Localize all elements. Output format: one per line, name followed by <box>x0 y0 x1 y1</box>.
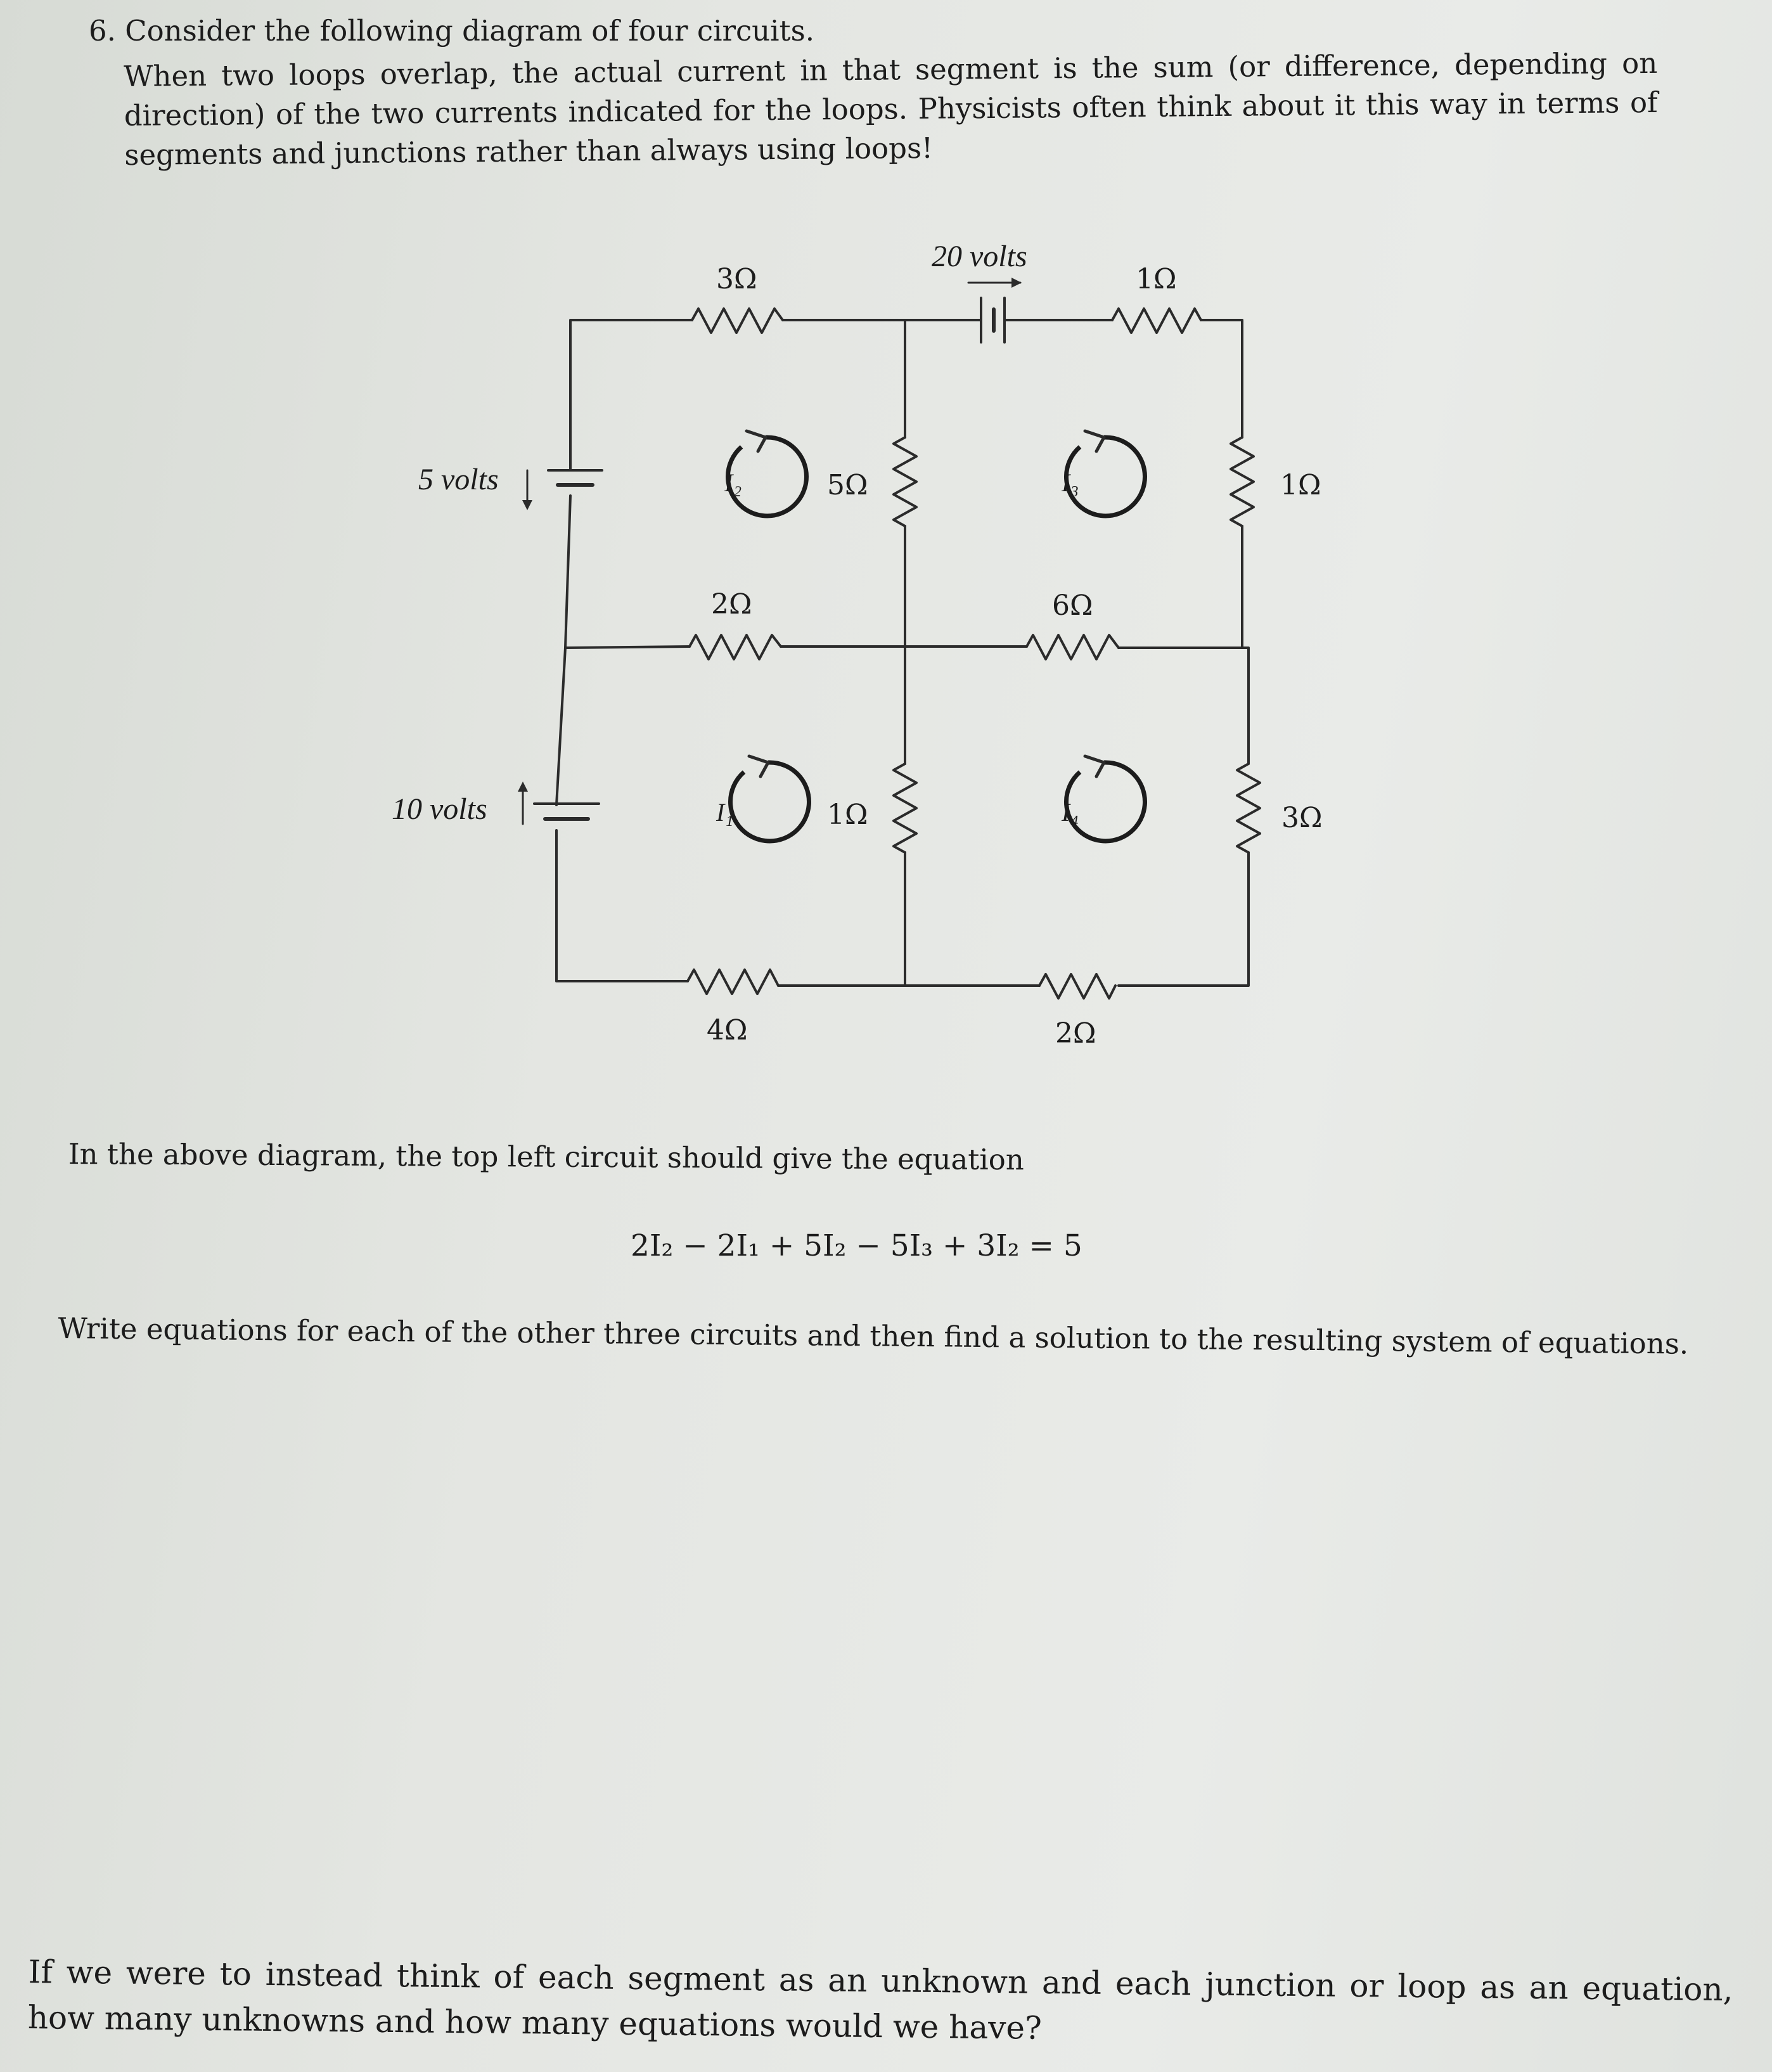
resistor-top-right <box>1111 307 1202 334</box>
wires <box>555 319 1250 987</box>
final-question: If we were to instead think of each segm… <box>27 1953 1733 2047</box>
wire-top-left <box>569 319 693 472</box>
resistor-center-lower <box>892 763 918 854</box>
wire-right-lower <box>1241 647 1250 765</box>
example-equation: 2I₂ − 2I₁ + 5I₂ − 5I₃ + 3I₂ = 5 <box>631 1228 1082 1263</box>
label-i4: I₄ <box>1061 798 1079 827</box>
wire-top-right-b <box>1200 319 1243 439</box>
label-5ohm: 5Ω <box>827 469 868 501</box>
resistor-middle-left <box>688 634 782 660</box>
resistor-bottom-right <box>1038 973 1117 1000</box>
wire-middle-left <box>564 645 691 649</box>
label-6ohm: 6Ω <box>1052 589 1093 622</box>
battery-top <box>967 278 1022 344</box>
label-3ohm-right: 3Ω <box>1281 802 1322 834</box>
label-10-volts: 10 volts <box>392 792 487 826</box>
resistor-middle-right <box>1025 634 1120 660</box>
label-20-volts: 20 volts <box>932 240 1027 273</box>
loop-i3: I₃ <box>1061 429 1147 518</box>
label-i1: I₁ <box>716 798 733 827</box>
resistor-right-lower <box>1236 763 1261 854</box>
wire-left-mid <box>555 494 572 806</box>
diagram-explanation: In the above diagram, the top left circu… <box>68 1136 1024 1177</box>
battery-upper-left <box>522 469 603 510</box>
label-5-volts: 5 volts <box>418 463 499 496</box>
label-1ohm-center: 1Ω <box>827 799 868 831</box>
question-number: 6. <box>89 14 116 48</box>
loop-i4: I₄ <box>1061 754 1147 844</box>
label-4ohm: 4Ω <box>707 1014 747 1046</box>
resistor-right-upper <box>1229 436 1255 527</box>
resistor-bottom-left <box>686 968 780 995</box>
label-3ohm-top: 3Ω <box>716 263 757 295</box>
label-1ohm-right: 1Ω <box>1280 469 1321 501</box>
loop-i2: I₂ <box>724 429 809 518</box>
question-heading: 6. Consider the following diagram of fou… <box>89 11 814 51</box>
resistor-top-left <box>691 307 784 334</box>
label-1ohm-top: 1Ω <box>1136 263 1176 295</box>
loop-i1: I₁ <box>716 754 811 844</box>
wire-bottom-left-b <box>555 829 689 982</box>
label-i3: I₃ <box>1061 468 1079 497</box>
label-2ohm-middle: 2Ω <box>711 588 752 621</box>
battery-lower-left <box>518 782 600 825</box>
label-i2: I₂ <box>724 468 742 497</box>
question-title: Consider the following diagram of four c… <box>125 14 815 48</box>
resistor-center-upper <box>892 436 918 527</box>
label-2ohm-bottom: 2Ω <box>1055 1017 1096 1050</box>
wire-right-bottom <box>1117 851 1250 987</box>
